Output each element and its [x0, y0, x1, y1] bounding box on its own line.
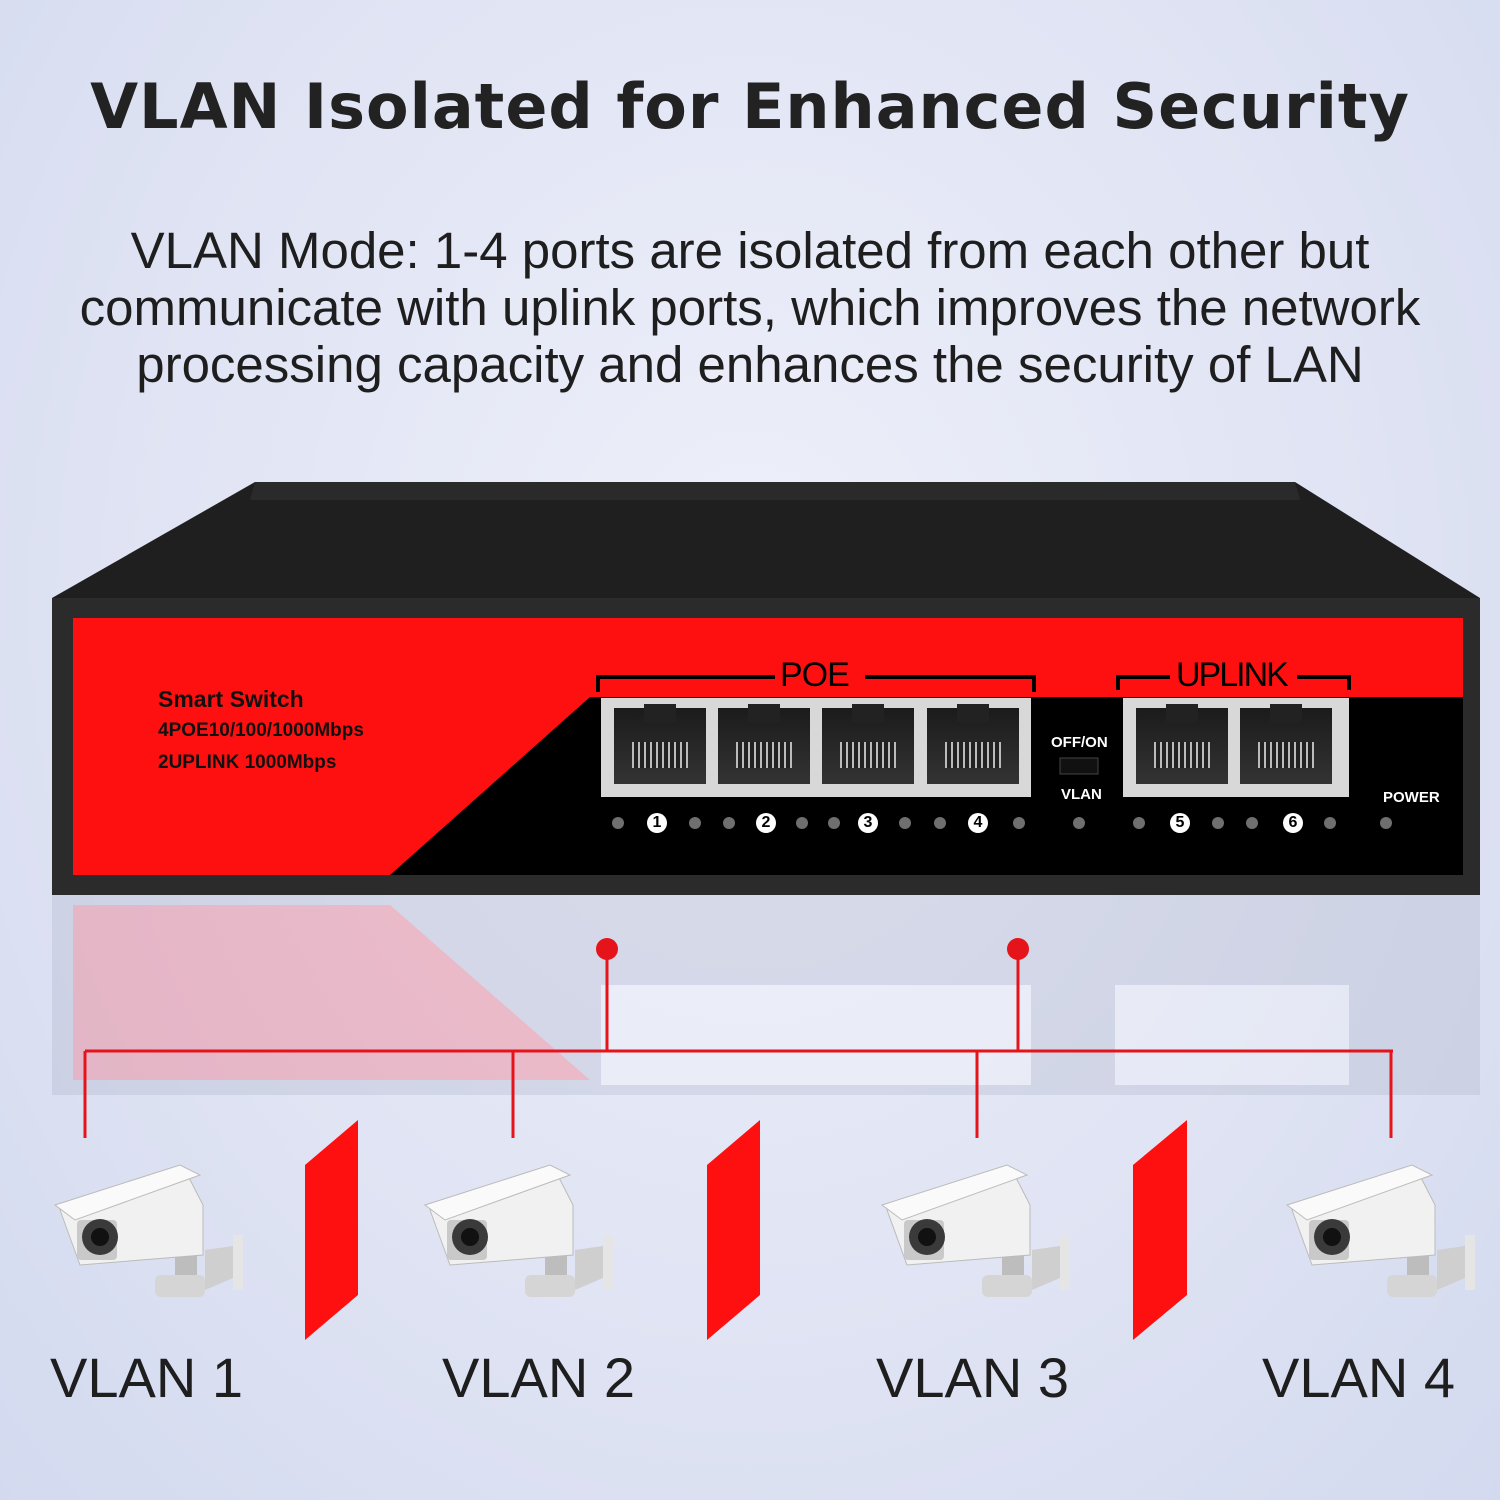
isolation-wall — [1133, 1120, 1187, 1340]
port-number: 3 — [858, 813, 878, 833]
ethernet-port-6[interactable] — [1240, 704, 1332, 784]
poe-label: POE — [780, 656, 850, 694]
power-led — [1380, 817, 1392, 829]
vlan-label-1: VLAN 1 — [50, 1346, 243, 1409]
vlan-switch-vlan-label: VLAN — [1061, 786, 1102, 803]
vlan-switch — [1059, 757, 1099, 775]
led-indicator — [1013, 817, 1025, 829]
switch-lid — [52, 482, 1480, 598]
led-indicator — [1212, 817, 1224, 829]
camera-icon — [881, 1164, 1071, 1298]
connection-dot — [596, 938, 618, 960]
camera-icon — [54, 1164, 244, 1298]
led-indicator — [1324, 817, 1336, 829]
led-indicator — [1246, 817, 1258, 829]
red-panel — [73, 618, 1463, 875]
port-number: 2 — [756, 813, 776, 833]
led-indicator — [723, 817, 735, 829]
switch-spec: 4POE10/100/1000Mbps — [158, 720, 364, 741]
led-indicator — [1133, 817, 1145, 829]
ethernet-port-3[interactable] — [822, 704, 914, 784]
isolation-wall — [707, 1120, 760, 1340]
led-indicator — [796, 817, 808, 829]
isolation-wall — [305, 1120, 358, 1340]
led-indicator — [899, 817, 911, 829]
led-indicator — [689, 817, 701, 829]
led-indicator — [612, 817, 624, 829]
ethernet-port-1[interactable] — [614, 704, 706, 784]
description-line: VLAN Mode: 1-4 ports are isolated from e… — [130, 222, 1370, 279]
page-title: VLAN Isolated for Enhanced Security — [90, 70, 1410, 143]
switch-reflection — [52, 895, 1480, 1095]
port-number: 6 — [1283, 813, 1303, 833]
description-line: communicate with uplink ports, which imp… — [79, 279, 1421, 336]
port-number: 1 — [647, 813, 667, 833]
vlan-label-3: VLAN 3 — [876, 1346, 1069, 1409]
led-indicator — [828, 817, 840, 829]
switch-spec: 2UPLINK 1000Mbps — [158, 752, 337, 773]
switch-name: Smart Switch — [158, 686, 304, 712]
ethernet-port-4[interactable] — [927, 704, 1019, 784]
description-line: processing capacity and enhances the sec… — [136, 336, 1364, 393]
power-label: POWER — [1383, 789, 1440, 806]
vlan-switch-on-label: OFF/ON — [1051, 734, 1108, 751]
ethernet-port-2[interactable] — [718, 704, 810, 784]
camera-icon — [424, 1164, 614, 1298]
led-indicator — [1073, 817, 1085, 829]
uplink-label: UPLINK — [1176, 656, 1289, 694]
vlan-label-2: VLAN 2 — [442, 1346, 635, 1409]
camera-icon — [1286, 1164, 1476, 1298]
port-number: 4 — [968, 813, 988, 833]
description: VLAN Mode: 1-4 ports are isolated from e… — [0, 222, 1500, 393]
led-indicator — [934, 817, 946, 829]
vlan-label-4: VLAN 4 — [1262, 1346, 1455, 1409]
port-number: 5 — [1170, 813, 1190, 833]
connection-lines — [83, 949, 1393, 1138]
connection-dot — [1007, 938, 1029, 960]
ethernet-port-5[interactable] — [1136, 704, 1228, 784]
